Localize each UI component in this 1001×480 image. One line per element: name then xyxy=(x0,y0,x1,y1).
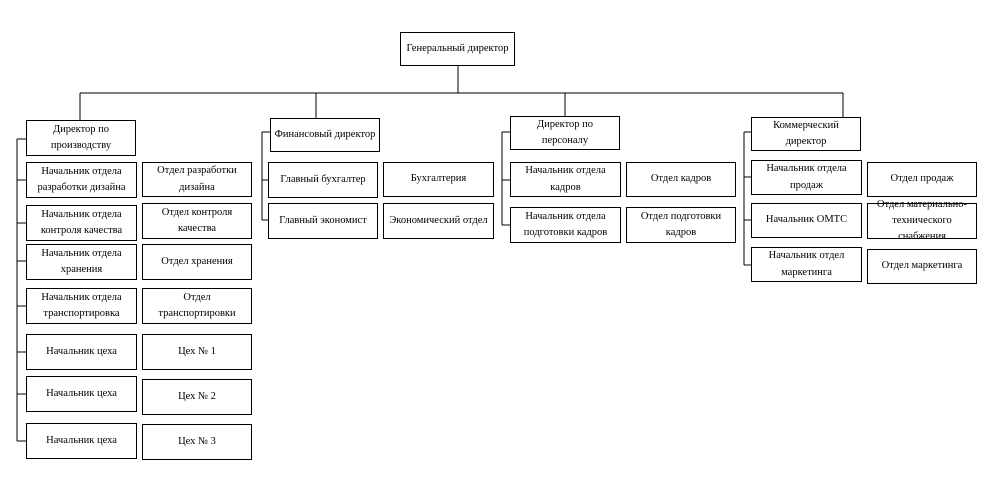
production-director-box: Директор по производству xyxy=(26,120,136,156)
production-unit-label: Отдел контроля качества xyxy=(161,206,233,234)
production-unit-label: Отдел разработки дизайна xyxy=(157,165,237,193)
personnel-head-label: Начальник отдела кадров xyxy=(525,165,606,193)
production-head-label: Начальник цеха xyxy=(46,387,117,399)
personnel-head-label: Начальник отдела подготовки кадров xyxy=(523,210,608,238)
commercial-unit-label: Отдел материально-технического снабжения xyxy=(876,198,968,243)
commercial-head-label: Начальник ОМТС xyxy=(765,214,848,226)
finance-head-label: Главный экономист xyxy=(279,214,367,226)
production-head-box: Начальник отдела контроля качества xyxy=(26,205,137,241)
commercial-unit-box: Отдел маркетинга xyxy=(867,249,977,284)
production-unit-box: Отдел транспортировки xyxy=(142,288,252,324)
production-director-label: Директор по производству xyxy=(50,123,112,151)
production-unit-label: Цех № 3 xyxy=(178,435,216,447)
personnel-director-label: Директор по персоналу xyxy=(536,118,594,146)
production-head-label: Начальник отдела транспортировка xyxy=(41,291,122,319)
finance-head-label: Главный бухгалтер xyxy=(280,173,366,185)
finance-head-box: Главный экономист xyxy=(268,203,378,239)
production-head-box: Начальник цеха xyxy=(26,423,137,459)
commercial-director-box: Коммерческий директор xyxy=(751,117,861,151)
finance-unit-label: Экономический отдел xyxy=(389,214,488,226)
production-unit-label: Отдел хранения xyxy=(161,255,233,267)
production-unit-box: Отдел контроля качества xyxy=(142,203,252,239)
production-head-label: Начальник цеха xyxy=(46,434,117,446)
production-head-box: Начальник отдела транспортировка xyxy=(26,288,137,324)
production-head-box: Начальник отдела разработки дизайна xyxy=(26,162,137,198)
personnel-unit-label: Отдел подготовки кадров xyxy=(640,210,722,238)
production-head-box: Начальник отдела хранения xyxy=(26,244,137,280)
production-unit-box: Цех № 2 xyxy=(142,379,252,415)
production-head-label: Начальник отдела хранения xyxy=(41,247,122,275)
commercial-director-label: Коммерческий директор xyxy=(773,119,839,147)
production-unit-label: Отдел транспортировки xyxy=(158,291,236,319)
production-unit-box: Отдел разработки дизайна xyxy=(142,162,252,197)
production-unit-box: Цех № 1 xyxy=(142,334,252,370)
personnel-head-box: Начальник отдела кадров xyxy=(510,162,621,197)
finance-unit-box: Экономический отдел xyxy=(383,203,494,239)
commercial-head-label: Начальник отдел маркетинга xyxy=(768,250,845,278)
commercial-head-box: Начальник ОМТС xyxy=(751,203,862,238)
personnel-unit-box: Отдел подготовки кадров xyxy=(626,207,736,243)
production-head-box: Начальник цеха xyxy=(26,376,137,412)
finance-unit-label: Бухгалтерия xyxy=(410,173,467,185)
production-head-label: Начальник отдела разработки дизайна xyxy=(37,165,126,193)
commercial-unit-box: Отдел материально-технического снабжения xyxy=(867,199,977,242)
production-head-label: Начальник цеха xyxy=(46,345,117,357)
production-head-label: Начальник отдела контроля качества xyxy=(40,208,123,236)
production-unit-box: Цех № 3 xyxy=(142,424,252,460)
finance-director-box: Финансовый директор xyxy=(270,118,380,152)
commercial-head-box: Начальник отдел маркетинга xyxy=(751,247,862,282)
commercial-unit-label: Отдел продаж xyxy=(890,173,954,185)
production-unit-label: Цех № 1 xyxy=(178,345,216,357)
commercial-head-box: Начальник отдела продаж xyxy=(751,160,862,195)
production-unit-label: Цех № 2 xyxy=(178,390,216,402)
commercial-unit-box: Отдел продаж xyxy=(867,162,977,197)
production-unit-box: Отдел хранения xyxy=(142,244,252,280)
general-director-box: Генеральный директор xyxy=(400,32,515,66)
general-director-label: Генеральный директор xyxy=(406,42,509,54)
personnel-unit-box: Отдел кадров xyxy=(626,162,736,197)
finance-unit-box: Бухгалтерия xyxy=(383,162,494,197)
personnel-unit-label: Отдел кадров xyxy=(650,173,712,185)
production-head-box: Начальник цеха xyxy=(26,334,137,370)
finance-director-label: Финансовый директор xyxy=(274,128,376,140)
personnel-director-box: Директор по персоналу xyxy=(510,116,620,150)
commercial-head-label: Начальник отдела продаж xyxy=(766,163,847,191)
finance-head-box: Главный бухгалтер xyxy=(268,162,378,198)
personnel-head-box: Начальник отдела подготовки кадров xyxy=(510,207,621,243)
commercial-unit-label: Отдел маркетинга xyxy=(881,260,963,272)
